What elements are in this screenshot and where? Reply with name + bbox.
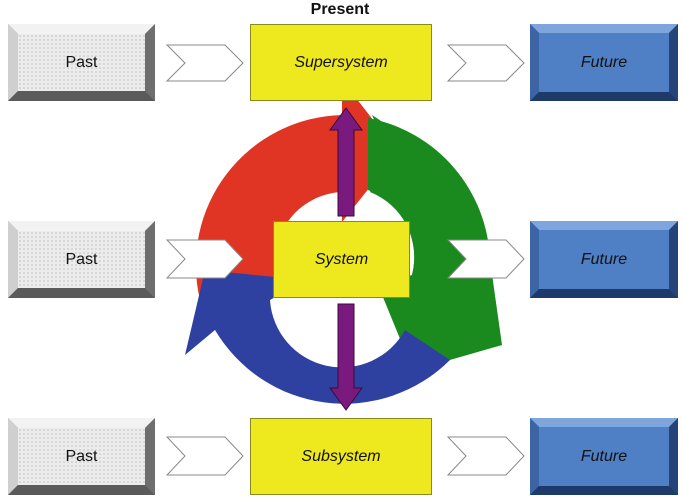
chevron-row1-right xyxy=(446,44,525,82)
chevrons xyxy=(165,44,525,476)
cycle-arrow-green-body xyxy=(368,118,502,368)
supersystem-box: Supersystem xyxy=(250,24,432,101)
future-box-system: Future xyxy=(539,230,669,289)
chevron-row3-right xyxy=(446,436,525,476)
chevron-row1-left xyxy=(165,44,244,82)
vertical-arrow-up xyxy=(329,107,363,217)
future-label: Future xyxy=(580,53,628,71)
chevron-row3-left xyxy=(165,436,244,476)
chevron-row2-right xyxy=(446,239,525,279)
subsystem-box: Subsystem xyxy=(250,418,432,495)
past-box-system: Past xyxy=(18,231,145,288)
future-label: Future xyxy=(580,250,628,268)
chevron-row2-left xyxy=(165,239,244,279)
past-label: Past xyxy=(65,250,98,268)
supersystem-label: Supersystem xyxy=(294,53,388,71)
vertical-arrow-down xyxy=(329,303,363,411)
future-label: Future xyxy=(580,447,628,465)
past-label: Past xyxy=(65,53,98,71)
past-box-face: Past xyxy=(18,34,145,91)
past-label: Past xyxy=(65,447,98,465)
cycle-arrow-blue xyxy=(185,270,450,404)
system-label: System xyxy=(314,250,369,268)
past-box-subsystem: Past xyxy=(18,428,145,485)
future-box-supersystem: Future xyxy=(539,33,669,92)
subsystem-label: Subsystem xyxy=(301,447,381,465)
future-box-subsystem: Future xyxy=(539,427,669,486)
present-label: Present xyxy=(310,1,370,18)
system-box: System xyxy=(273,221,410,298)
past-box-face: Past xyxy=(18,231,145,288)
past-box-face: Past xyxy=(18,428,145,485)
past-box-supersystem: Past xyxy=(18,34,145,91)
